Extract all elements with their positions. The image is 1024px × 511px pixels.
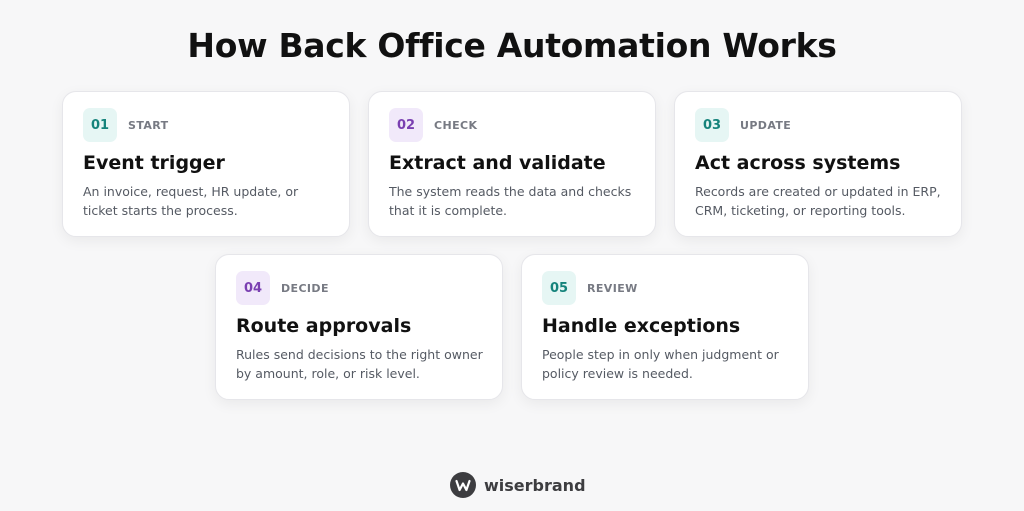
step-number-badge: 03 [695, 108, 729, 142]
step-tag: CHECK [434, 119, 478, 132]
step-tag: DECIDE [281, 282, 329, 295]
w-logo-icon [450, 472, 476, 498]
step-description: An invoice, request, HR update, or ticke… [83, 184, 299, 218]
page-title: How Back Office Automation Works [187, 26, 837, 65]
step-card-event-trigger: 01 START Event trigger An invoice, reque… [62, 91, 350, 237]
step-description: Records are created or updated in ERP, C… [695, 184, 941, 218]
step-tag: REVIEW [587, 282, 638, 295]
step-heading: Handle exceptions [542, 315, 741, 337]
step-heading: Event trigger [83, 152, 225, 174]
step-description: The system reads the data and checks tha… [389, 184, 632, 218]
brand-footer: wiserbrand [450, 471, 586, 499]
step-heading: Act across systems [695, 152, 901, 174]
step-number-badge: 02 [389, 108, 423, 142]
brand-name: wiserbrand [484, 475, 586, 495]
step-description: People step in only when judgment or pol… [542, 347, 779, 381]
step-number-badge: 05 [542, 271, 576, 305]
step-card-route-approvals: 04 DECIDE Route approvals Rules send dec… [215, 254, 503, 400]
step-tag: UPDATE [740, 119, 792, 132]
step-card-extract-validate: 02 CHECK Extract and validate The system… [368, 91, 656, 237]
step-heading: Route approvals [236, 315, 412, 337]
step-description: Rules send decisions to the right owner … [236, 347, 483, 381]
step-tag: START [128, 119, 169, 132]
step-card-handle-exceptions: 05 REVIEW Handle exceptions People step … [521, 254, 809, 400]
step-card-act-across-systems: 03 UPDATE Act across systems Records are… [674, 91, 962, 237]
step-number-badge: 01 [83, 108, 117, 142]
step-heading: Extract and validate [389, 152, 606, 174]
step-number-badge: 04 [236, 271, 270, 305]
